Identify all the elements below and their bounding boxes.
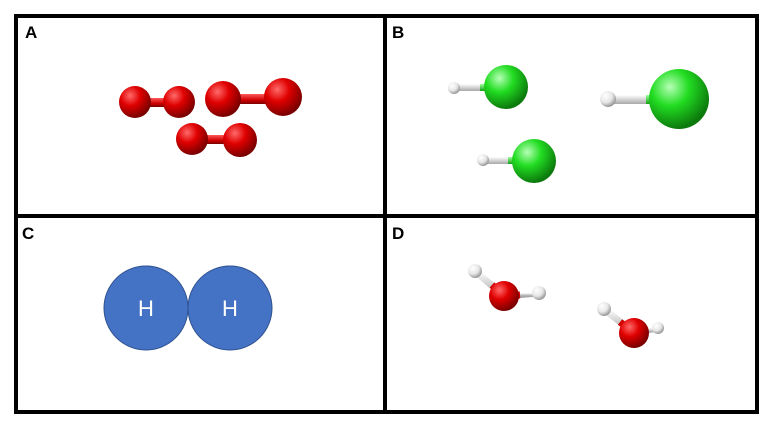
h2-molecule: H H	[103, 265, 273, 351]
panel-b: B	[392, 23, 709, 183]
panel-d: D	[392, 224, 664, 348]
hcl-molecule	[448, 65, 528, 109]
o2-molecule	[205, 78, 302, 117]
panel-label-c: C	[22, 224, 34, 243]
atom-label: H	[138, 296, 154, 321]
hcl-molecule	[600, 69, 709, 129]
atom-label: H	[222, 296, 238, 321]
o2-molecule	[176, 123, 257, 157]
panel-label-a: A	[25, 23, 37, 42]
panel-grid	[14, 14, 759, 414]
panel-label-d: D	[392, 224, 404, 243]
panel-a: A	[25, 23, 302, 157]
panel-label-b: B	[392, 23, 404, 42]
h2o-molecule	[597, 302, 664, 348]
hcl-molecule	[477, 139, 556, 183]
h2o-molecule	[468, 264, 546, 311]
panel-c: C H H	[22, 224, 273, 351]
hydrogen-atom	[187, 265, 273, 351]
o2-molecule	[119, 86, 195, 118]
